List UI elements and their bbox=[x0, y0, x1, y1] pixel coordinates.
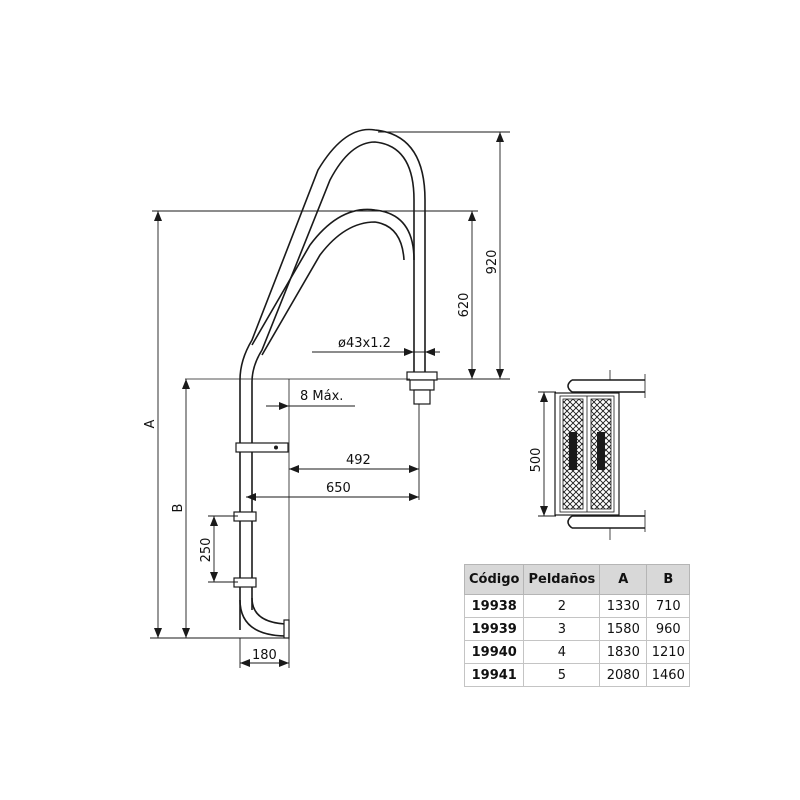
header-peldanos: Peldaños bbox=[523, 564, 601, 595]
cell-steps: 2 bbox=[523, 594, 601, 618]
cell-steps: 3 bbox=[523, 617, 601, 641]
header-codigo: Código bbox=[463, 564, 525, 595]
cell-steps: 4 bbox=[523, 640, 601, 664]
cell-a: 1580 bbox=[599, 617, 648, 641]
cell-code: 19941 bbox=[463, 663, 525, 687]
dimension-A: A bbox=[143, 211, 286, 639]
dim-492-label: 492 bbox=[346, 453, 371, 468]
dim-250-label: 250 bbox=[199, 538, 214, 563]
cell-code: 19940 bbox=[463, 640, 525, 664]
cell-steps: 5 bbox=[523, 663, 601, 687]
cell-a: 1830 bbox=[599, 640, 648, 664]
header-a: A bbox=[599, 564, 648, 595]
deck-anchor bbox=[406, 371, 438, 405]
cell-code: 19939 bbox=[463, 617, 525, 641]
dim-620-label: 620 bbox=[457, 293, 472, 318]
dimension-tube: ø43x1.2 bbox=[312, 336, 440, 356]
dimension-180: 180 bbox=[239, 638, 290, 668]
table-row: 19938 2 1330 710 bbox=[463, 594, 691, 618]
dimension-500: 500 bbox=[529, 391, 556, 517]
dimension-620: 620 bbox=[152, 210, 478, 379]
dim-500-label: 500 bbox=[529, 448, 544, 473]
header-b: B bbox=[646, 564, 691, 595]
dimension-492: 492 bbox=[289, 404, 420, 500]
dimension-920: 920 bbox=[378, 131, 510, 380]
cell-code: 19938 bbox=[463, 594, 525, 618]
table-row: 19940 4 1830 1210 bbox=[463, 640, 691, 664]
ladder-rail-back bbox=[239, 128, 426, 630]
cell-b: 960 bbox=[646, 617, 691, 641]
dim-920-label: 920 bbox=[485, 250, 500, 275]
dim-180-label: 180 bbox=[252, 648, 277, 663]
ladder-rail-front bbox=[251, 208, 415, 356]
ladder-foot bbox=[239, 597, 290, 639]
dimension-8max: 8 Máx. bbox=[266, 389, 355, 410]
table-row: 19941 5 2080 1460 bbox=[463, 663, 691, 687]
cell-a: 1330 bbox=[599, 594, 648, 618]
dim-650-label: 650 bbox=[326, 481, 351, 496]
cell-b: 710 bbox=[646, 594, 691, 618]
step-bracket bbox=[233, 442, 289, 588]
dim-tube-label: ø43x1.2 bbox=[338, 336, 391, 351]
cell-b: 1210 bbox=[646, 640, 691, 664]
tread-detail bbox=[554, 370, 646, 540]
dim-A-label: A bbox=[143, 419, 158, 428]
dim-8max-label: 8 Máx. bbox=[300, 389, 343, 404]
dimension-650: 650 bbox=[246, 481, 419, 501]
table-header-row: Código Peldaños A B bbox=[463, 564, 691, 595]
dimension-B: B bbox=[171, 379, 190, 638]
spec-table: Código Peldaños A B 19938 2 1330 710 199… bbox=[463, 564, 691, 687]
dim-B-label: B bbox=[171, 504, 186, 513]
cell-a: 2080 bbox=[599, 663, 648, 687]
dimension-250: 250 bbox=[199, 515, 238, 583]
cell-b: 1460 bbox=[646, 663, 691, 687]
table-row: 19939 3 1580 960 bbox=[463, 617, 691, 641]
